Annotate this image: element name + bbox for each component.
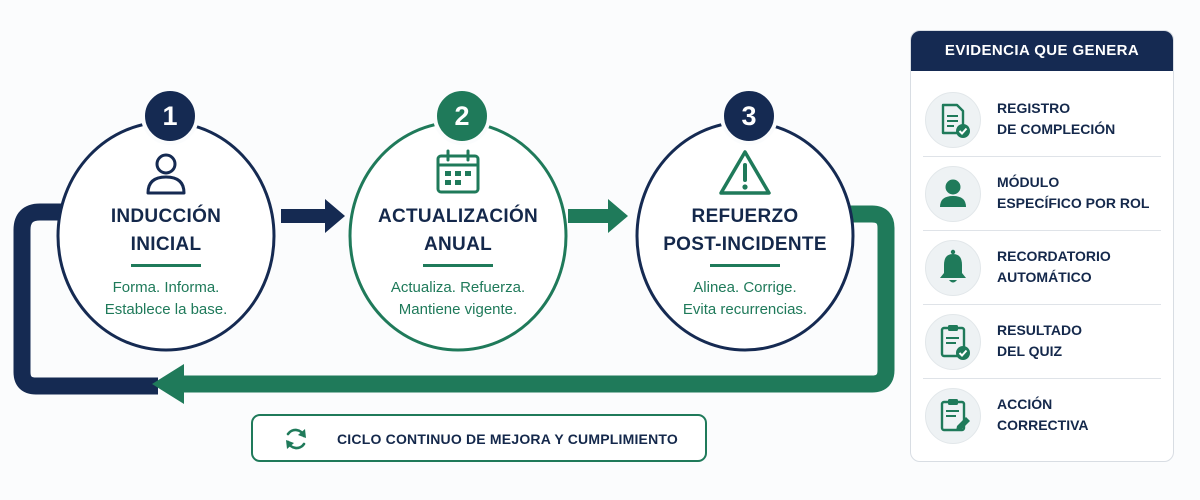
step-3-title-line-1: REFUERZO <box>691 206 799 227</box>
evidence-item-label-2: ESPECÍFICO POR ROL <box>997 195 1150 211</box>
step-3-desc-line-1: Alinea. Corrige. <box>693 279 797 296</box>
person-icon <box>146 153 186 195</box>
step-1-number-badge: 1 <box>141 87 199 145</box>
arrow-2-3-head <box>608 199 628 233</box>
cycle-banner-label: CICLO CONTINUO DE MEJORA Y CUMPLIMIENTO <box>337 431 678 447</box>
user-icon <box>940 179 966 207</box>
evidence-item-label-1: RECORDATORIO <box>997 248 1111 264</box>
return-arrow-head <box>152 364 184 404</box>
document-check-icon <box>941 103 970 138</box>
evidence-item: RESULTADO DEL QUIZ <box>911 305 1173 378</box>
step-2-title-line-2: ANUAL <box>424 234 492 255</box>
step-1-desc-line-1: Forma. Informa. <box>112 279 220 296</box>
evidence-divider <box>923 304 1161 305</box>
return-loop-left <box>13 203 158 395</box>
arrow-1-2-shaft <box>281 209 327 223</box>
evidence-divider <box>923 230 1161 231</box>
warning-icon <box>719 150 771 195</box>
step-3-divider <box>710 264 780 267</box>
cycle-banner: CICLO CONTINUO DE MEJORA Y CUMPLIMIENTO <box>251 414 707 462</box>
evidence-item: RECORDATORIO AUTOMÁTICO <box>911 231 1173 304</box>
step-2-desc-line-1: Actualiza. Refuerza. <box>390 279 526 296</box>
refresh-cycle-icon <box>286 428 306 450</box>
clipboard-edit-icon <box>940 399 970 432</box>
step-3-desc-line-2: Evita recurrencias. <box>682 301 808 318</box>
step-3-number-badge: 3 <box>720 87 778 145</box>
step-1-divider <box>131 264 201 267</box>
step-1-title-line-1: INDUCCIÓN <box>110 206 222 227</box>
evidence-divider <box>923 378 1161 379</box>
evidence-item-label-2: CORRECTIVA <box>997 417 1089 433</box>
step-2-divider <box>423 264 493 267</box>
evidence-item-label-2: AUTOMÁTICO <box>997 269 1092 285</box>
evidence-item: MÓDULO ESPECÍFICO POR ROL <box>911 157 1173 230</box>
evidence-item-label-1: ACCIÓN <box>997 396 1053 412</box>
step-3-title-line-2: POST-INCIDENTE <box>663 234 827 255</box>
evidence-item-label-2: DEL QUIZ <box>997 343 1063 359</box>
step-2-title-line-1: ACTUALIZACIÓN <box>377 206 539 227</box>
evidence-item-label-2: DE COMPLECIÓN <box>997 121 1116 137</box>
evidence-item: ACCIÓN CORRECTIVA <box>911 379 1173 452</box>
step-2-number-badge: 2 <box>433 87 491 145</box>
clipboard-check-icon <box>940 325 970 360</box>
evidence-item: REGISTRO DE COMPLECIÓN <box>911 83 1173 156</box>
arrow-1-2-head <box>325 199 345 233</box>
evidence-panel: EVIDENCIA QUE GENERA REGISTRO DE COMPLEC… <box>910 30 1174 462</box>
step-1-desc-line-2: Establece la base. <box>104 301 228 318</box>
evidence-item-label-1: REGISTRO <box>997 100 1071 116</box>
step-1-title-line-2: INICIAL <box>130 234 202 255</box>
evidence-divider <box>923 156 1161 157</box>
calendar-icon <box>436 149 480 194</box>
evidence-item-label-1: RESULTADO <box>997 322 1083 338</box>
return-loop-bottom <box>180 205 895 393</box>
step-2-desc-line-2: Mantiene vigente. <box>398 301 518 318</box>
evidence-item-label-1: MÓDULO <box>997 174 1060 190</box>
arrow-2-3-shaft <box>568 209 610 223</box>
bell-icon <box>940 249 966 283</box>
evidence-panel-title: EVIDENCIA QUE GENERA <box>911 31 1173 71</box>
